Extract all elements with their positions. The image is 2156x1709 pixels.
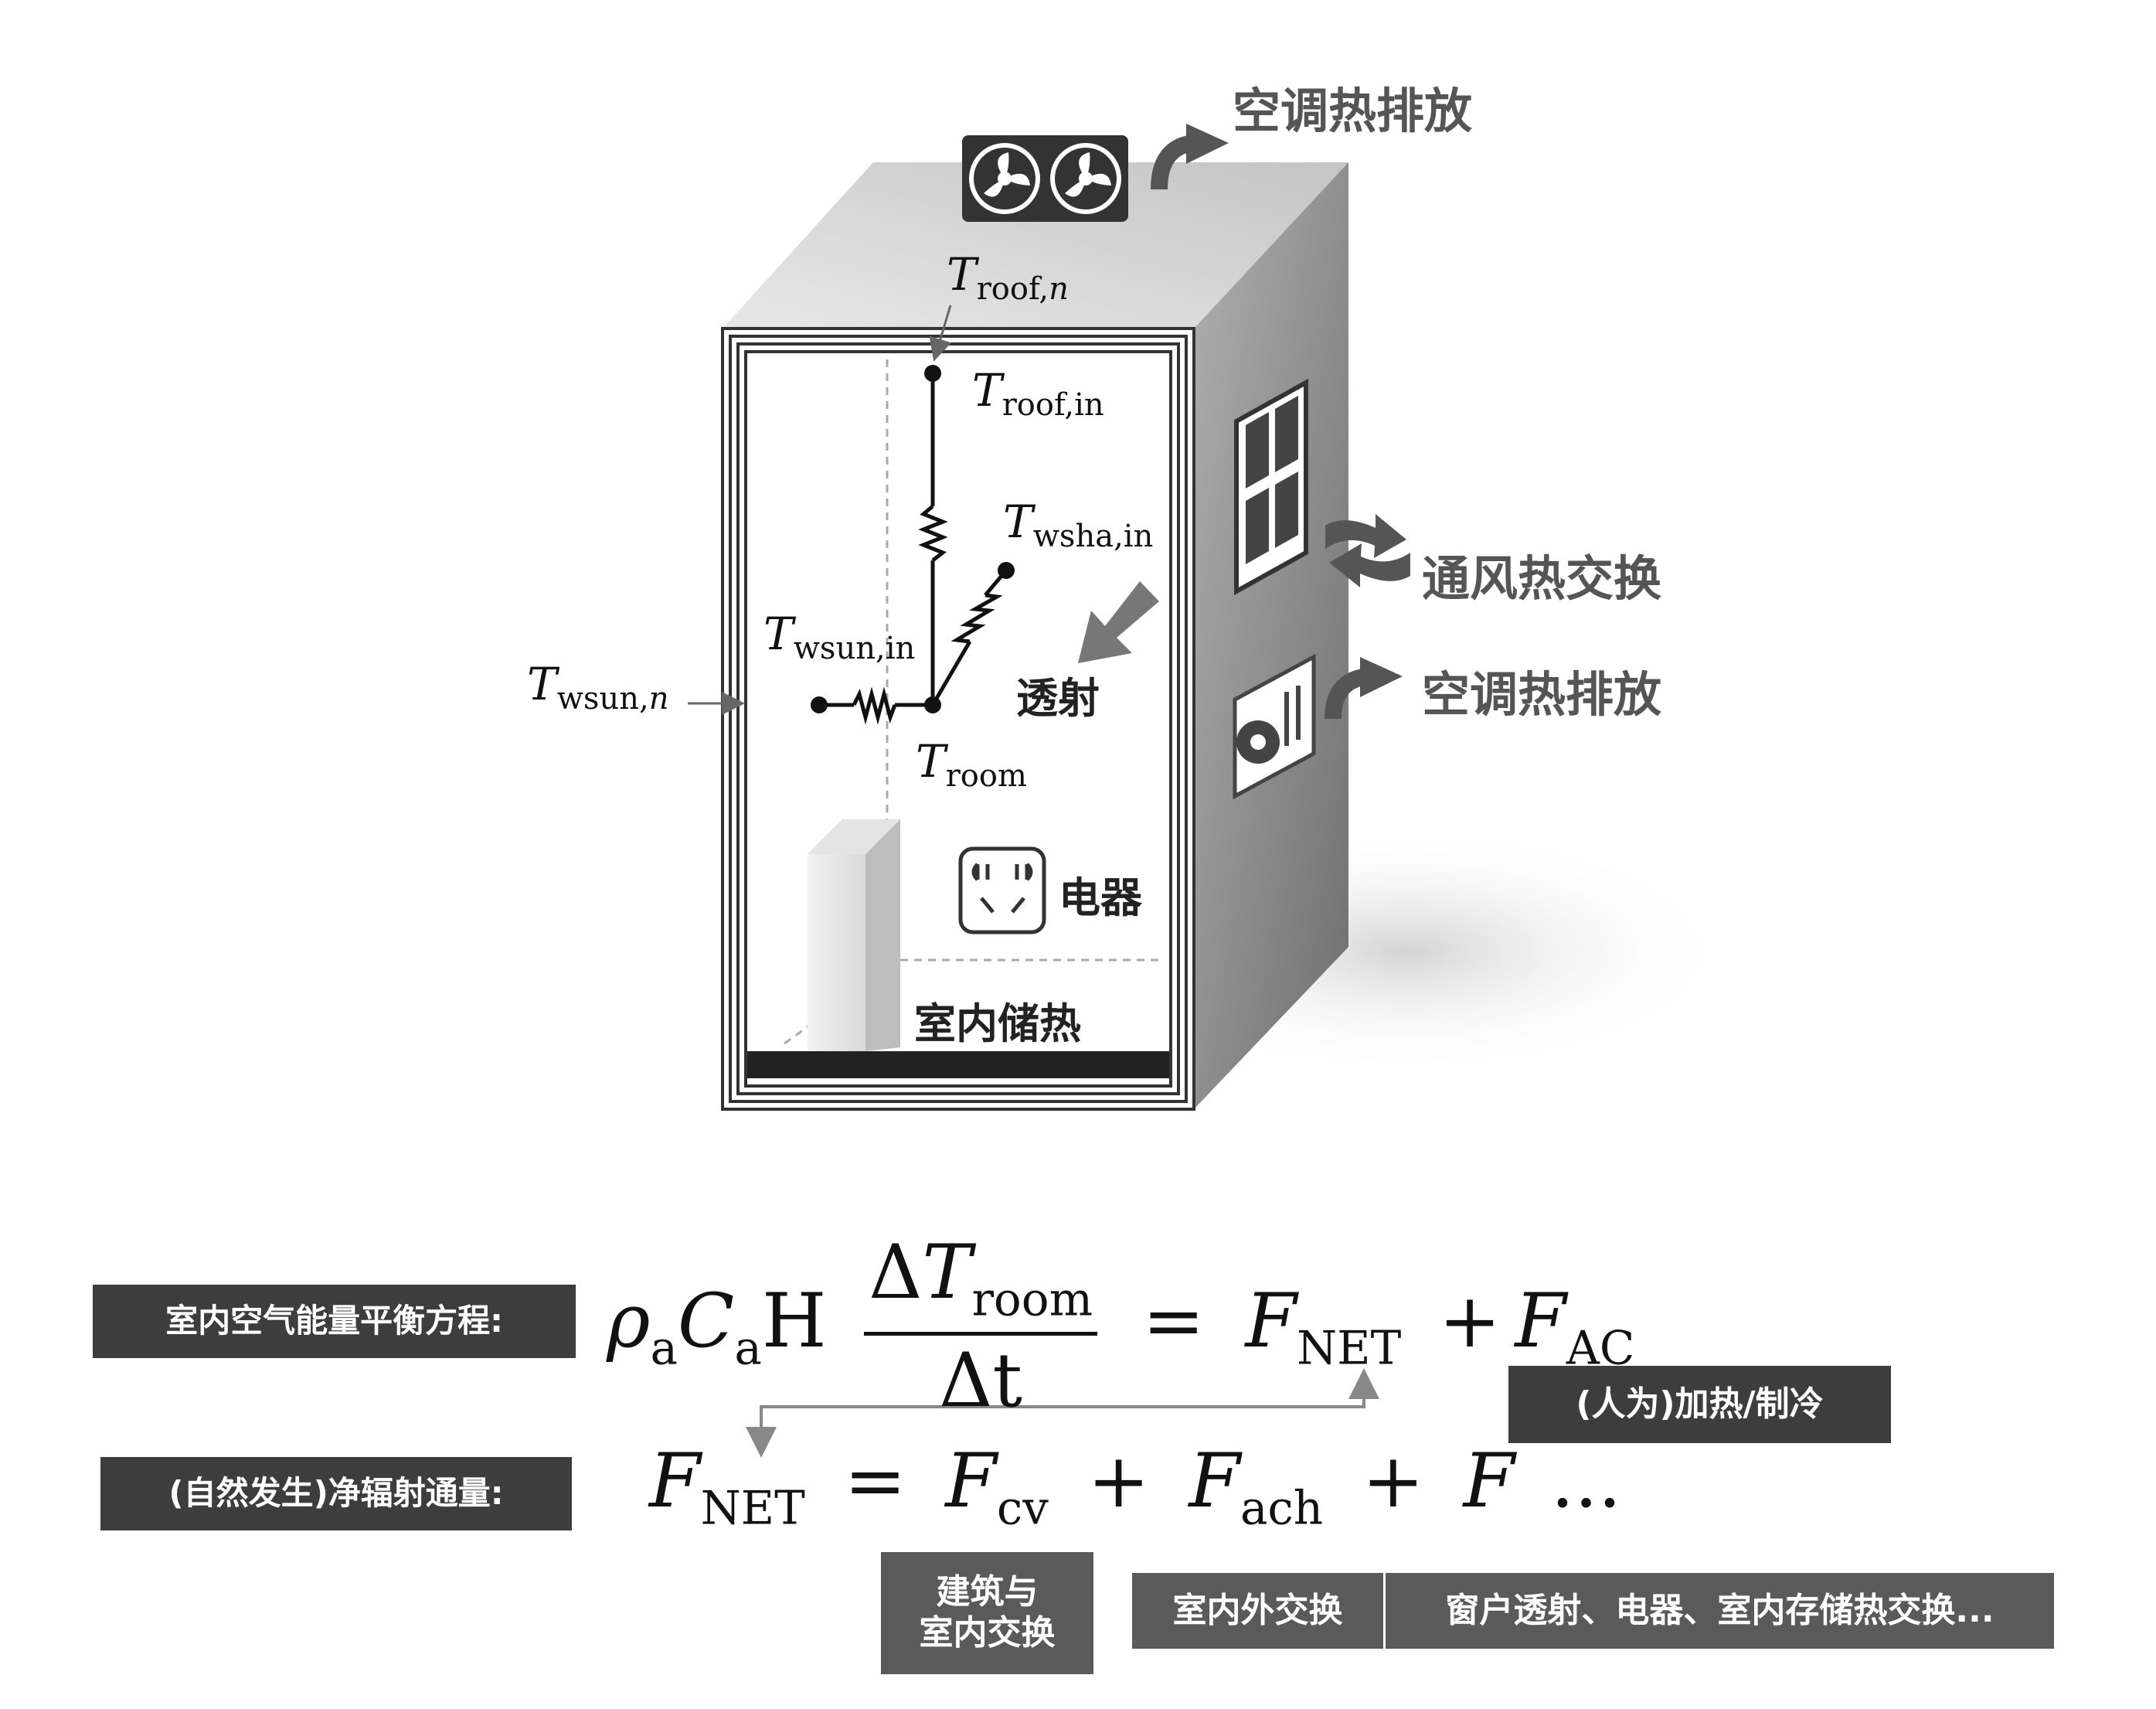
ventilation-label: 通风热交换 bbox=[1422, 550, 1661, 607]
transmission-label: 透射 bbox=[1016, 674, 1100, 723]
window-appliance-storage-label: 窗户透射、电器、室内存储热交换... bbox=[1386, 1573, 2054, 1649]
label-T-roof-in: Troof,in bbox=[972, 364, 1104, 423]
arrow-curved-icon bbox=[1325, 657, 1403, 720]
energy-balance-label: 室内空气能量平衡方程: bbox=[93, 1285, 576, 1358]
storage-label: 室内储热 bbox=[914, 999, 1081, 1048]
building-roof bbox=[723, 162, 1348, 329]
net-flux-label: (自然发生)净辐射通量: bbox=[100, 1457, 572, 1530]
energy-balance-equation: ρaCaH ΔTroom Δt = FNET +FAC bbox=[607, 1229, 1635, 1424]
storage-block bbox=[808, 854, 865, 1051]
appliance-label: 电器 bbox=[1059, 873, 1143, 922]
indoor-outdoor-exchange-label: 室内外交换 bbox=[1132, 1573, 1383, 1649]
building-indoor-exchange-label: 建筑与 室内交换 bbox=[881, 1552, 1093, 1674]
thermal-network bbox=[819, 373, 1008, 725]
label-T-room: Troom bbox=[916, 735, 1027, 794]
label-T-wsha-in: Twsha,in bbox=[1003, 495, 1153, 554]
label-T-roof-n: Troof,n bbox=[947, 248, 1069, 307]
resistor-icon bbox=[950, 593, 1003, 644]
resistor-icon bbox=[852, 686, 897, 725]
power-socket-icon bbox=[958, 846, 1046, 935]
swap-arrows-icon bbox=[1325, 514, 1410, 587]
net-flux-equation: FNET = Fcv + Fach + F ... bbox=[649, 1438, 1622, 1536]
ac-side-label: 空调热排放 bbox=[1422, 666, 1661, 723]
building-side-wall bbox=[1194, 162, 1348, 1109]
fan-unit-icon bbox=[962, 135, 1128, 222]
window-icon bbox=[1234, 378, 1308, 596]
arrow-curved-icon bbox=[1151, 124, 1229, 190]
label-T-wsun-n: Twsun,n bbox=[527, 658, 668, 717]
ac-outdoor-unit-icon bbox=[1233, 653, 1316, 800]
transmission-arrow-icon bbox=[1078, 581, 1159, 663]
ac-roof-label: 空调热排放 bbox=[1233, 83, 1472, 139]
storage-block-side bbox=[865, 819, 900, 1051]
heating-cooling-label: (人为)加热/制冷 bbox=[1508, 1366, 1891, 1443]
floor-bar bbox=[747, 1051, 1169, 1078]
label-T-wsun-in: Twsun,in bbox=[763, 608, 915, 666]
resistor-icon bbox=[918, 505, 948, 562]
